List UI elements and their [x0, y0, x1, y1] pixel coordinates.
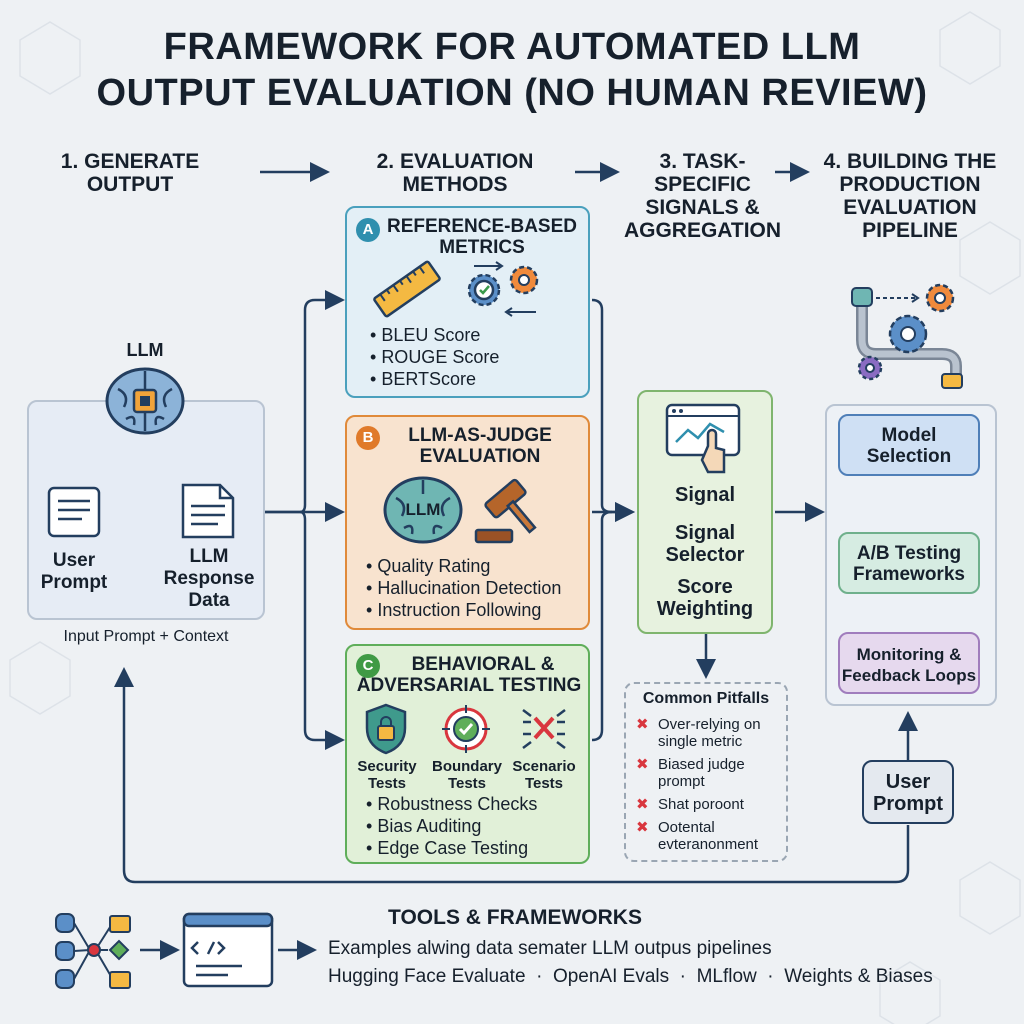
panel-a-list: BLEU Score ROUGE Score BERTScore	[370, 324, 499, 390]
list-item: BERTScore	[370, 368, 499, 390]
monitoring-node: Monitoring & Feedback Loops	[838, 632, 980, 694]
title-line-2: OUTPUT EVALUATION (NO HUMAN REVIEW)	[96, 72, 928, 114]
step-1-header: 1. GENERATE OUTPUT	[60, 150, 200, 196]
ruler-icon	[373, 260, 441, 318]
common-pitfalls-box	[624, 682, 788, 862]
list-item: ✖ Over-relying on single metric	[636, 716, 761, 750]
x-icon: ✖	[636, 716, 649, 733]
gavel-icon	[474, 478, 537, 544]
llm-response-doc-icon	[181, 483, 235, 539]
brain-llm-icon	[383, 476, 463, 544]
user-prompt-label: User Prompt	[40, 550, 108, 593]
brain-chip-icon	[105, 367, 185, 435]
model-selection-node: Model Selection	[838, 414, 980, 476]
step-2-header: 2. EVALUATION METHODS	[376, 150, 534, 196]
list-item: Edge Case Testing	[366, 837, 537, 859]
badge-c: C	[356, 654, 380, 678]
llm-response-label: LLM Response Data	[163, 546, 255, 611]
signal-text: Signal Signal Selector Score Weighting	[656, 484, 754, 620]
generate-caption: Input Prompt + Context	[63, 628, 229, 645]
x-icon: ✖	[636, 819, 649, 836]
list-item: Instruction Following	[366, 599, 561, 621]
tools-title: TOOLS & FRAMEWORKS	[388, 906, 642, 929]
panel-c-list: Robustness Checks Bias Auditing Edge Cas…	[366, 793, 537, 859]
tools-line-2: Hugging Face Evaluate · OpenAI Evals · M…	[328, 966, 933, 987]
page-title: FRAMEWORK FOR AUTOMATED LLM OUTPUT EVALU…	[0, 24, 1024, 116]
panel-b-title: LLM-AS-JUDGE EVALUATION	[408, 425, 552, 467]
pipeline-user-prompt: User Prompt	[862, 760, 954, 824]
panel-a-title: REFERENCE-BASED METRICS	[386, 216, 578, 258]
list-item: Quality Rating	[366, 555, 561, 577]
gears-metric-icon	[467, 261, 539, 317]
ab-testing-node: A/B Testing Frameworks	[838, 532, 980, 594]
step-3-header: 3. TASK- SPECIFIC SIGNALS & AGGREGATION	[623, 150, 782, 242]
scenario-x-icon	[522, 709, 566, 749]
badge-a: A	[356, 218, 380, 242]
list-item: BLEU Score	[370, 324, 499, 346]
panel-b-list: Quality Rating Hallucination Detection I…	[366, 555, 561, 621]
pipeline-gears-icon	[851, 283, 963, 389]
title-line-1: FRAMEWORK FOR AUTOMATED LLM	[163, 26, 861, 68]
panel-c-title: BEHAVIORAL & ADVERSARIAL TESTING	[356, 654, 582, 696]
security-tests-label: Security Tests	[357, 758, 417, 792]
list-item: Hallucination Detection	[366, 577, 561, 599]
pitfalls-list: ✖ Over-relying on single metric ✖ Biased…	[636, 716, 796, 859]
list-item: Robustness Checks	[366, 793, 537, 815]
x-icon: ✖	[636, 796, 649, 813]
step-4-header: 4. BUILDING THE PRODUCTION EVALUATION PI…	[823, 150, 997, 242]
list-item: ✖ Ootental evteranonment	[636, 819, 759, 853]
list-item: ✖ Shat poroont	[636, 796, 744, 813]
x-icon: ✖	[636, 756, 649, 773]
signal-selector-icon	[665, 403, 741, 474]
badge-b: B	[356, 426, 380, 450]
data-flow-icon	[55, 913, 131, 989]
brain-llm-text: LLM	[405, 500, 441, 519]
boundary-tests-label: Boundary Tests	[431, 758, 502, 792]
pitfalls-title: Common Pitfalls	[642, 690, 770, 707]
code-window-icon	[182, 912, 274, 988]
list-item: ROUGE Score	[370, 346, 499, 368]
scenario-tests-label: Scenario Tests	[512, 758, 576, 792]
user-prompt-doc-icon	[47, 486, 101, 538]
shield-lock-icon	[365, 703, 407, 755]
llm-label: LLM	[126, 340, 164, 360]
tools-line-1: Examples alwing data semater LLM outpus …	[328, 938, 772, 959]
list-item: ✖ Biased judge prompt	[636, 756, 745, 790]
list-item: Bias Auditing	[366, 815, 537, 837]
target-check-icon	[442, 705, 490, 753]
